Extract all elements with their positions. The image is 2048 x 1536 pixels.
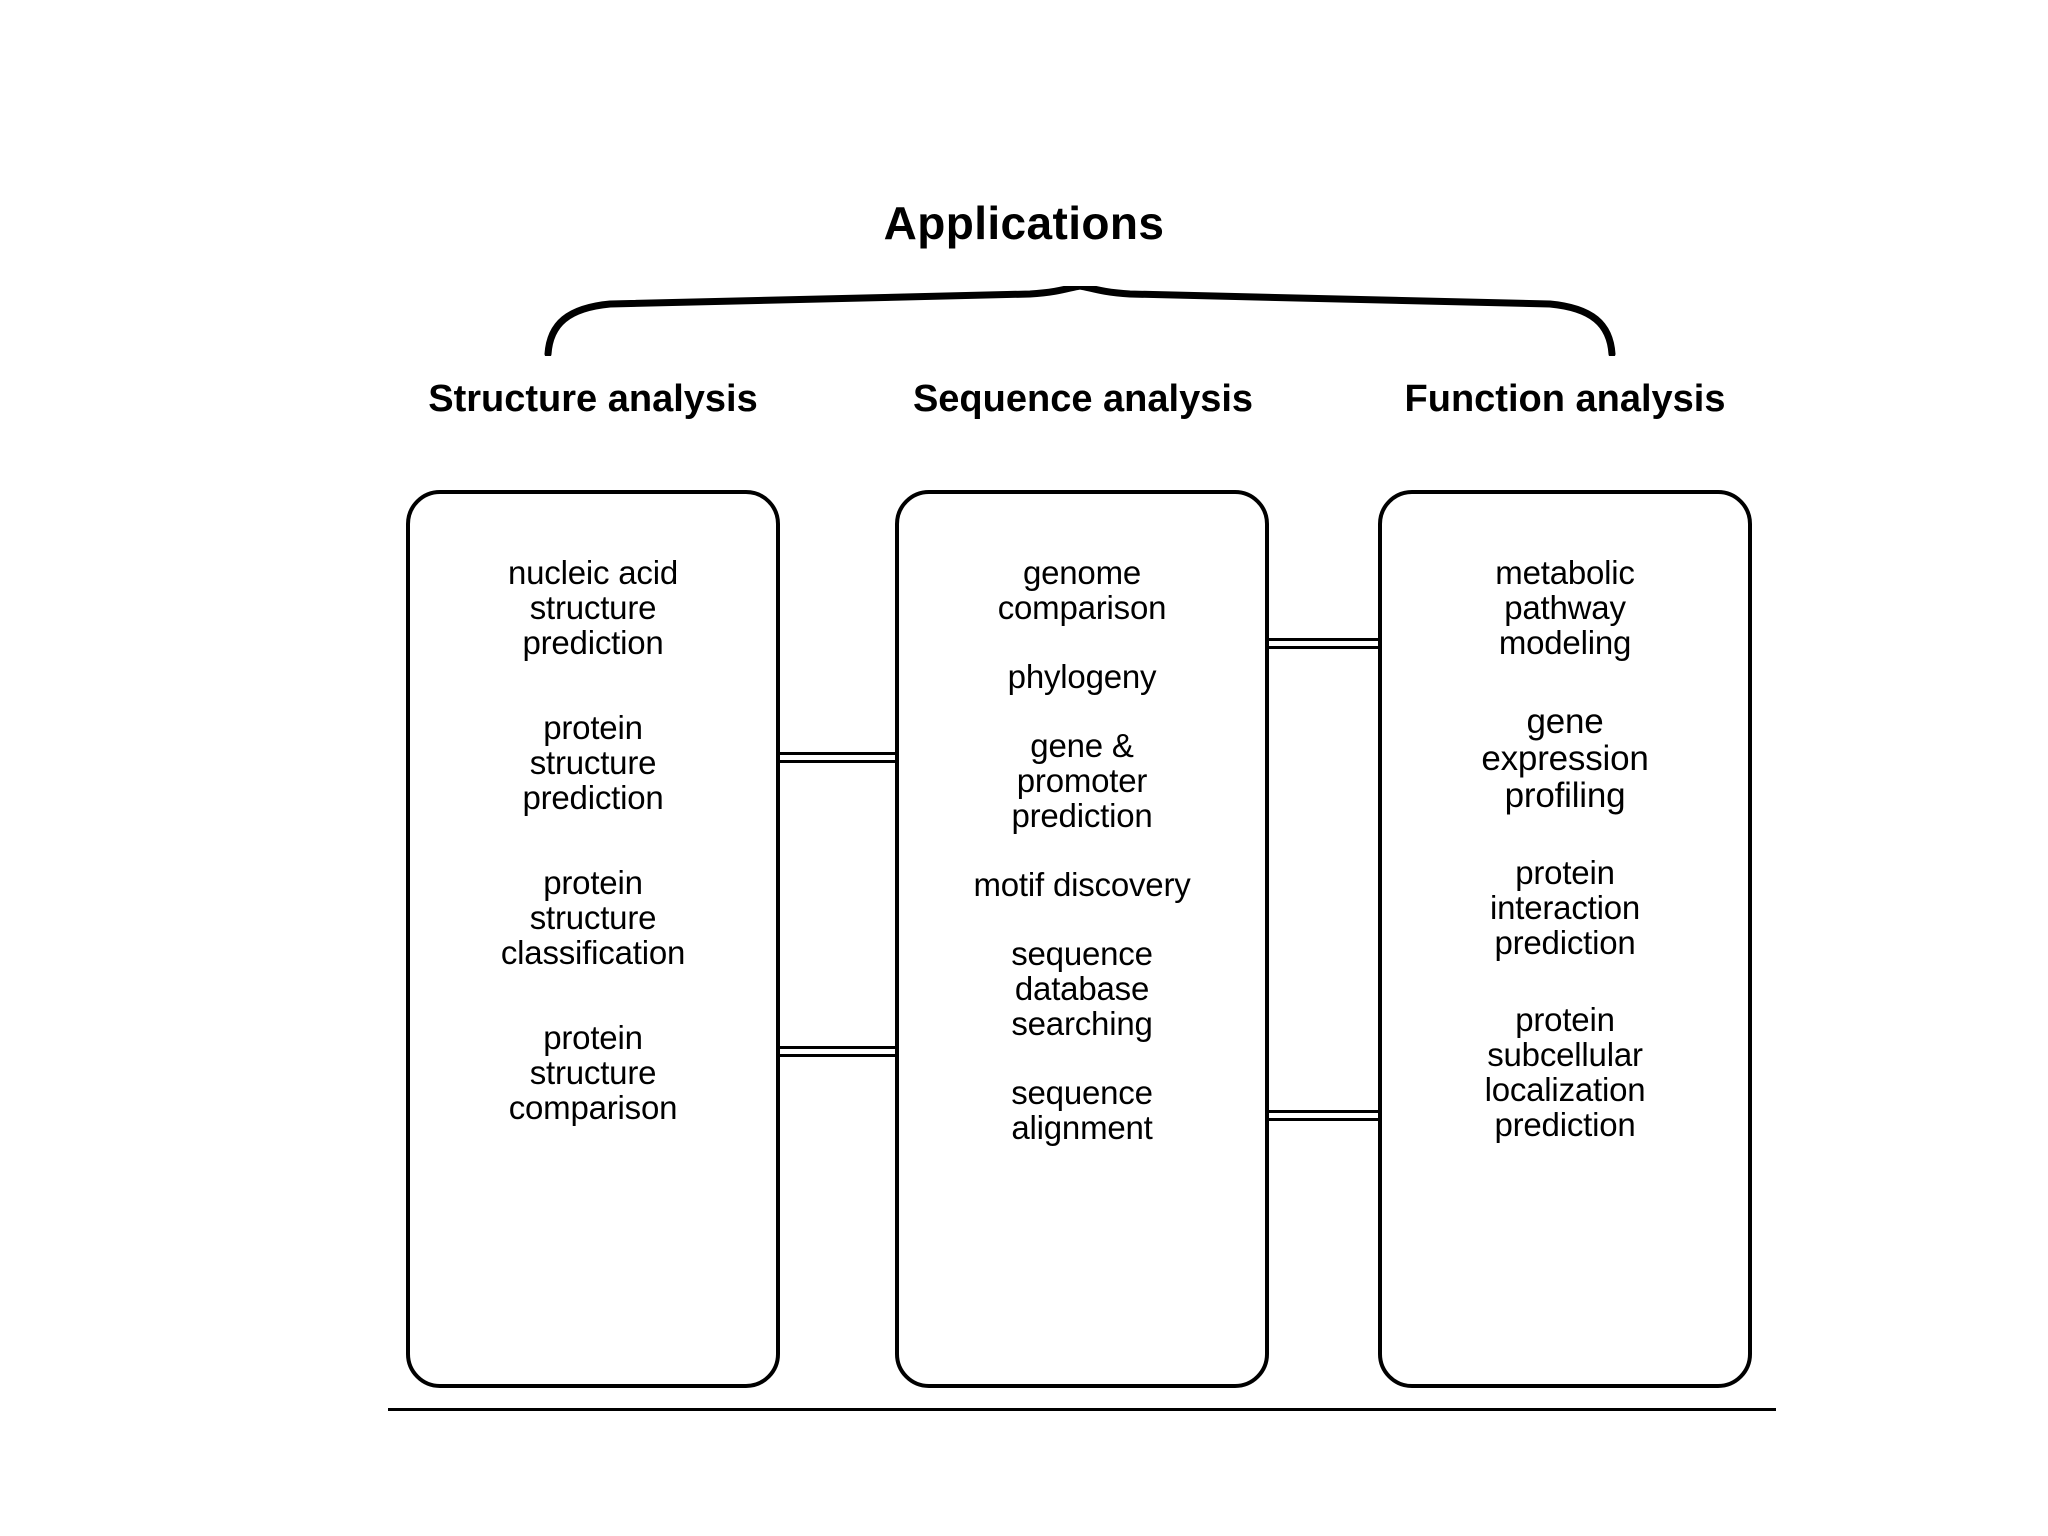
list-item: nucleic acid structure prediction	[507, 554, 679, 661]
column-header-sequence-analysis: Sequence analysis	[912, 378, 1254, 420]
list-item: protein structure classification	[500, 863, 686, 971]
list-item: protein structure comparison	[508, 1018, 678, 1126]
column-header-function-analysis: Function analysis	[1404, 378, 1726, 420]
connector-structure-to-sequence-lower	[780, 1046, 898, 1057]
list-item: protein interaction prediction	[1489, 854, 1641, 962]
column-header-structure-analysis: Structure analysis	[428, 378, 758, 420]
connector-sequence-to-function-lower	[1267, 1110, 1381, 1121]
list-item: metabolic pathway modeling	[1495, 554, 1635, 661]
box-function-analysis: metabolic pathway modeling gene expressi…	[1378, 490, 1752, 1388]
page-title: Applications	[883, 197, 1165, 249]
list-item: gene & promoter prediction	[1011, 726, 1153, 834]
connector-sequence-to-function-upper	[1267, 638, 1381, 649]
curly-brace-icon	[540, 282, 1620, 358]
box-structure-analysis: nucleic acid structure prediction protei…	[406, 490, 780, 1388]
list-item: sequence database searching	[1011, 934, 1153, 1042]
list-item: genome comparison	[997, 554, 1167, 626]
bottom-divider	[388, 1408, 1776, 1411]
list-item: sequence alignment	[1011, 1073, 1153, 1146]
list-item: motif discovery	[973, 865, 1191, 903]
list-item: protein structure prediction	[522, 708, 664, 816]
connector-structure-to-sequence-upper	[780, 752, 898, 763]
list-item: protein subcellular localization predict…	[1484, 1001, 1646, 1143]
box-sequence-analysis: genome comparison phylogeny gene & promo…	[895, 490, 1269, 1388]
list-item: phylogeny	[1007, 657, 1157, 695]
list-item: gene expression profiling	[1481, 701, 1649, 816]
